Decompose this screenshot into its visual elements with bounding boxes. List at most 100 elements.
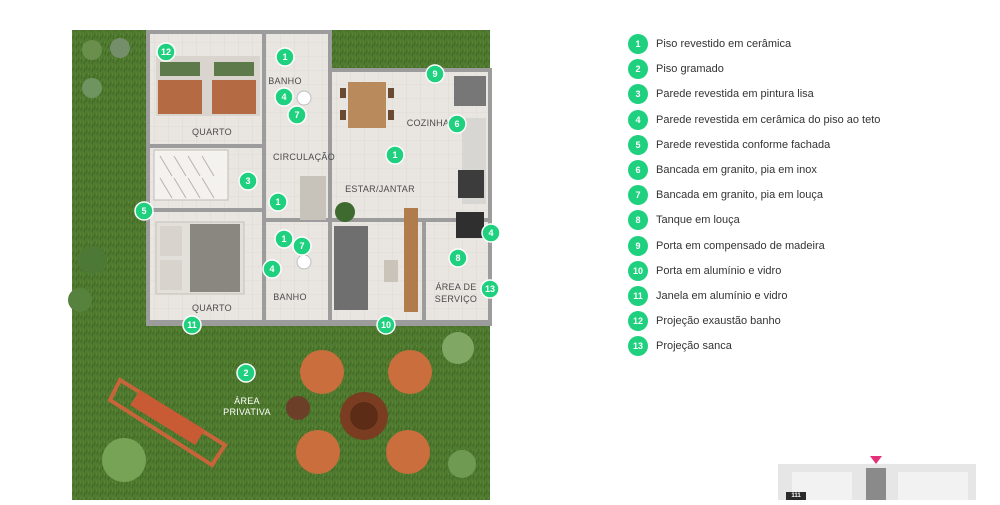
badge-number: 2: [243, 368, 248, 378]
dining-table: [340, 82, 394, 128]
legend-text: Janela em alumínio e vidro: [656, 289, 788, 302]
badge-circle: [156, 42, 176, 62]
double-bed-bottom: [155, 221, 245, 295]
badge-number: 9: [432, 69, 437, 79]
legend-item: 7 Bancada em granito, pia em louça: [628, 185, 988, 206]
badge-number: 10: [381, 320, 391, 330]
badge-circle: [425, 64, 445, 84]
badge-number: 7: [299, 241, 304, 251]
legend-text: Parede revestida em cerâmica do piso ao …: [656, 113, 881, 126]
legend-number: 11: [628, 285, 648, 306]
badge-circle: [236, 363, 256, 383]
legend-number: 4: [628, 109, 648, 130]
legend-number: 2: [628, 59, 648, 80]
badge-circle: [480, 279, 500, 299]
toilet-top: [296, 90, 312, 106]
legend-text: Piso revestido em cerâmica: [656, 38, 792, 50]
badge-circle: [134, 201, 154, 221]
badge-number: 4: [488, 228, 493, 238]
badge-circle: [287, 105, 307, 125]
legend-number: 12: [628, 311, 648, 332]
legend-item: 3 Parede revestida em pintura lisa: [628, 84, 988, 105]
badge-circle: [376, 315, 396, 335]
legend-number: 6: [628, 159, 648, 180]
room-label-area-servico-1: ÁREA DE: [435, 282, 476, 292]
floor-plan: QUARTO BANHO CIRCULAÇÃO COZINHA ESTAR/JA…: [68, 30, 500, 500]
toilet-bottom: [296, 254, 312, 270]
legend-item: 1 Piso revestido em cerâmica: [628, 34, 988, 54]
legend-text: Parede revestida em pintura lisa: [656, 88, 814, 101]
badge-circle: [274, 87, 294, 107]
badge-number: 3: [245, 176, 250, 186]
legend-number: 10: [628, 260, 648, 281]
room-label-quarto-bottom: QUARTO: [192, 303, 232, 313]
legend-item: 6 Bancada em granito, pia em inox: [628, 159, 988, 180]
badge-number: 1: [275, 197, 280, 207]
badge-number: 1: [281, 234, 286, 244]
legend-item: 11 Janela em alumínio e vidro: [628, 285, 988, 306]
badge-circle: [182, 315, 202, 335]
room-label-banho-bottom: BANHO: [273, 292, 307, 302]
badge-circle: [481, 223, 500, 243]
kitchen-counter: [454, 76, 486, 238]
room-label-area-servico-2: SERVIÇO: [435, 294, 477, 304]
key-plan-graphic: [778, 456, 976, 500]
legend-item: 10 Porta em alumínio e vidro: [628, 260, 988, 281]
coffee-table: [384, 260, 398, 282]
badge-number: 1: [392, 150, 397, 160]
legend-text: Porta em compensado de madeira: [656, 239, 825, 252]
room-label-cozinha: COZINHA: [407, 118, 450, 128]
room-label-area-privativa-1: ÁREA: [234, 396, 260, 406]
legend-text: Bancada em granito, pia em louça: [656, 189, 823, 202]
legend-item: 12 Projeção exaustão banho: [628, 311, 988, 332]
room-label-quarto-top: QUARTO: [192, 127, 232, 137]
side-table: [286, 396, 310, 420]
badge-number: 12: [161, 47, 171, 57]
badge-number: 8: [455, 253, 460, 263]
legend-text: Bancada em granito, pia em inox: [656, 163, 817, 176]
badge-circle: [262, 259, 282, 279]
legend-number: 1: [628, 34, 648, 54]
badge-circle: [448, 248, 468, 268]
lounge-chair: [107, 377, 228, 468]
room-label-circulacao: CIRCULAÇÃO: [273, 152, 335, 162]
legend-text: Projeção exaustão banho: [656, 315, 781, 328]
legend-text: Projeção sanca: [656, 340, 732, 353]
badge-circle: [447, 114, 467, 134]
kitchen-shelf: [300, 176, 326, 220]
legend-item: 9 Porta em compensado de madeira: [628, 235, 988, 256]
legend-item: 4 Parede revestida em cerâmica do piso ao…: [628, 109, 988, 130]
double-bed-top: [156, 56, 260, 116]
unit-label: 111: [786, 492, 806, 500]
legend-text: Parede revestida conforme fachada: [656, 138, 831, 151]
legend-text: Tanque em louça: [656, 214, 740, 227]
legend-text: Piso gramado: [656, 63, 724, 76]
sofa: [334, 226, 368, 310]
badge-number: 4: [281, 92, 286, 102]
wardrobe: [153, 149, 229, 201]
badge-number: 5: [141, 206, 146, 216]
badge-number: 1: [282, 52, 287, 62]
legend: 1 Piso revestido em cerâmica 2 Piso gramad…: [628, 34, 988, 361]
location-marker-icon: [870, 456, 882, 464]
plan-badges: 12 1 4 7 9 6 1 3 1 5 1 7 4 4 8 13 11 10 …: [134, 42, 500, 383]
legend-number: 9: [628, 235, 648, 256]
badge-circle: [268, 192, 288, 212]
badge-number: 13: [485, 284, 495, 294]
room-label-estar: ESTAR/JANTAR: [345, 184, 415, 194]
room-label-banho-top: BANHO: [268, 76, 302, 86]
garden-plants: [68, 38, 476, 482]
tv-rack: [404, 208, 418, 312]
badge-circle: [275, 47, 295, 67]
badge-number: 4: [269, 264, 274, 274]
key-plan: 111: [778, 456, 976, 500]
legend-number: 7: [628, 185, 648, 206]
badge-circle: [238, 171, 258, 191]
badge-number: 6: [454, 119, 459, 129]
round-table: [340, 392, 388, 440]
legend-text: Porta em alumínio e vidro: [656, 264, 782, 277]
legend-number: 3: [628, 84, 648, 105]
